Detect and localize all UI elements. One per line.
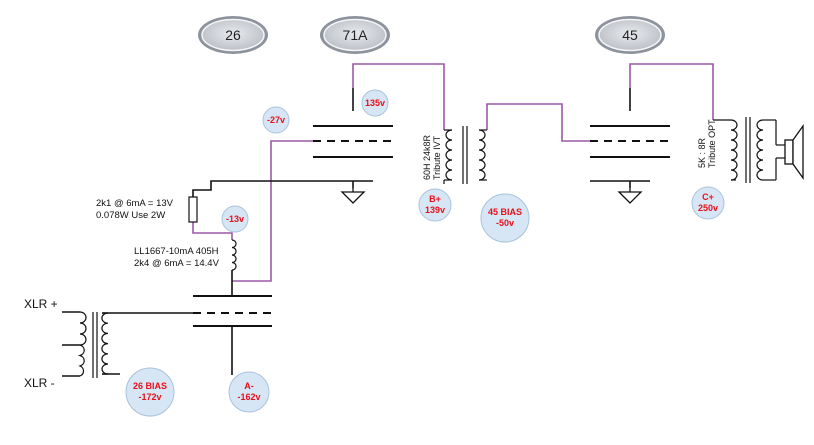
cplus-label: C+ — [702, 192, 714, 202]
grid-resistor — [188, 196, 198, 223]
output-transformer — [713, 117, 785, 183]
resistor-note-line2: 0.078W Use 2W — [96, 210, 165, 221]
opt-label-line1: Tribute OPT — [707, 119, 717, 168]
tube-26-symbol — [193, 295, 272, 327]
ground-icon — [340, 188, 366, 204]
choke-note-line2: 2k4 @ 6mA = 14.4V — [134, 258, 220, 269]
power-wires — [62, 88, 650, 377]
voltage-badge-neg13v: -13v — [221, 205, 249, 233]
voltage-badge-neg27v: -27v — [262, 106, 290, 134]
aminus-value: -162v — [237, 392, 260, 402]
speaker-icon — [784, 123, 804, 181]
signal-wires — [192, 63, 714, 282]
wire-71a-plate — [352, 63, 445, 130]
wire-26-plate — [232, 140, 313, 282]
input-transformer — [77, 311, 109, 378]
aminus-label: A- — [244, 381, 254, 391]
ivt-label-line1: Tribute IVT — [432, 135, 442, 180]
choke-note-line1: LL1667-10mA 405H — [134, 246, 219, 257]
xlr-plus-label: XLR + — [24, 297, 58, 311]
interstage-transformer — [443, 126, 487, 184]
bias26-label: 26 BIAS — [133, 381, 167, 391]
tube-26-label: 26 — [225, 27, 241, 43]
voltage-neg13v: -13v — [226, 214, 244, 224]
voltage-neg27v: -27v — [267, 115, 285, 125]
tube-badge-26: 26 — [198, 16, 268, 54]
tube-badge-71a: 71A — [320, 16, 390, 54]
voltage-badge-135v: 135v — [361, 89, 389, 117]
tube-badge-45: 45 — [595, 16, 665, 54]
tube-71a-symbol — [313, 125, 393, 158]
tube-45-symbol — [590, 125, 670, 158]
cplus-value: 250v — [698, 203, 718, 213]
ground-icon — [617, 188, 643, 204]
opt-label-line2: 5K : 8R — [697, 137, 707, 168]
plate-choke — [231, 239, 237, 271]
voltage-badge-bplus: B+ 139v — [418, 188, 452, 222]
bias45-label: 45 BIAS — [488, 207, 522, 217]
tube-71a-label: 71A — [343, 27, 369, 43]
xlr-minus-label: XLR - — [24, 376, 55, 390]
bias45-value: -50v — [496, 218, 514, 228]
wire-resistor-choke — [192, 222, 233, 240]
voltage-badge-cplus: C+ 250v — [691, 186, 725, 220]
bias26-value: -172v — [138, 392, 161, 402]
voltage-badge-aminus: A- -162v — [228, 371, 270, 413]
voltage-badge-45-bias: 45 BIAS -50v — [480, 193, 530, 243]
wire-ivt-secondary — [486, 103, 590, 142]
tube-45-label: 45 — [622, 27, 638, 43]
wire-ground-71a — [192, 180, 373, 197]
wire-45-plate — [629, 63, 714, 120]
voltage-badge-26-bias: 26 BIAS -172v — [125, 367, 175, 417]
ivt-label: Tribute IVT 60H 24k8R — [422, 134, 442, 180]
voltage-135v: 135v — [365, 98, 385, 108]
bplus-value: 139v — [425, 205, 445, 215]
bplus-label: B+ — [429, 194, 441, 204]
ivt-label-line2: 60H 24k8R — [422, 134, 432, 180]
opt-label: Tribute OPT 5K : 8R — [697, 119, 717, 168]
resistor-note-line1: 2k1 @ 6mA = 13V — [96, 198, 174, 209]
